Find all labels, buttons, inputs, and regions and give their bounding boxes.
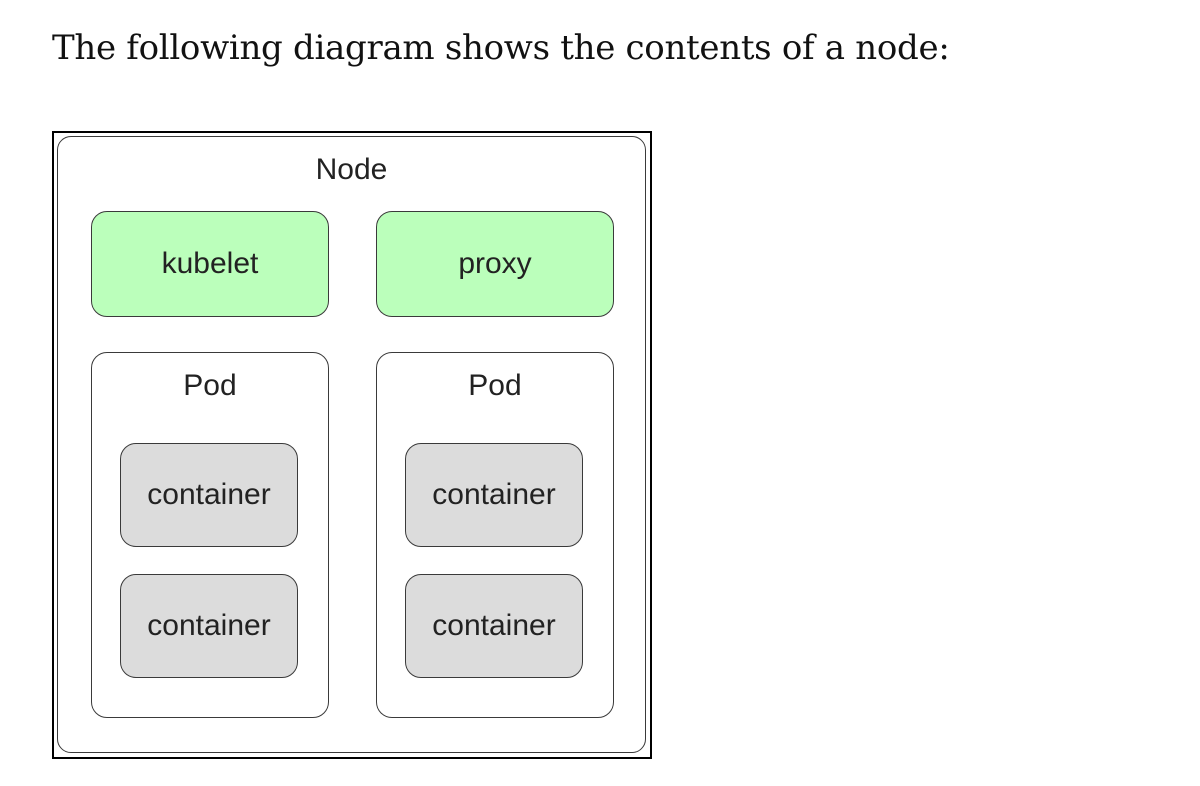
pod-box-left: Pod container container <box>91 352 329 718</box>
proxy-box: proxy <box>376 211 614 317</box>
diagram-frame: Node kubelet proxy Pod container contain… <box>52 131 652 759</box>
intro-text: The following diagram shows the contents… <box>52 28 950 68</box>
container-box: container <box>120 443 298 547</box>
container-box: container <box>120 574 298 678</box>
pod-box-right: Pod container container <box>376 352 614 718</box>
node-box: Node kubelet proxy Pod container contain… <box>57 136 646 753</box>
node-label: Node <box>315 153 388 186</box>
pod-label: Pod <box>468 369 522 402</box>
container-box: container <box>405 443 583 547</box>
pod-label: Pod <box>183 369 237 402</box>
container-box: container <box>405 574 583 678</box>
kubelet-box: kubelet <box>91 211 329 317</box>
